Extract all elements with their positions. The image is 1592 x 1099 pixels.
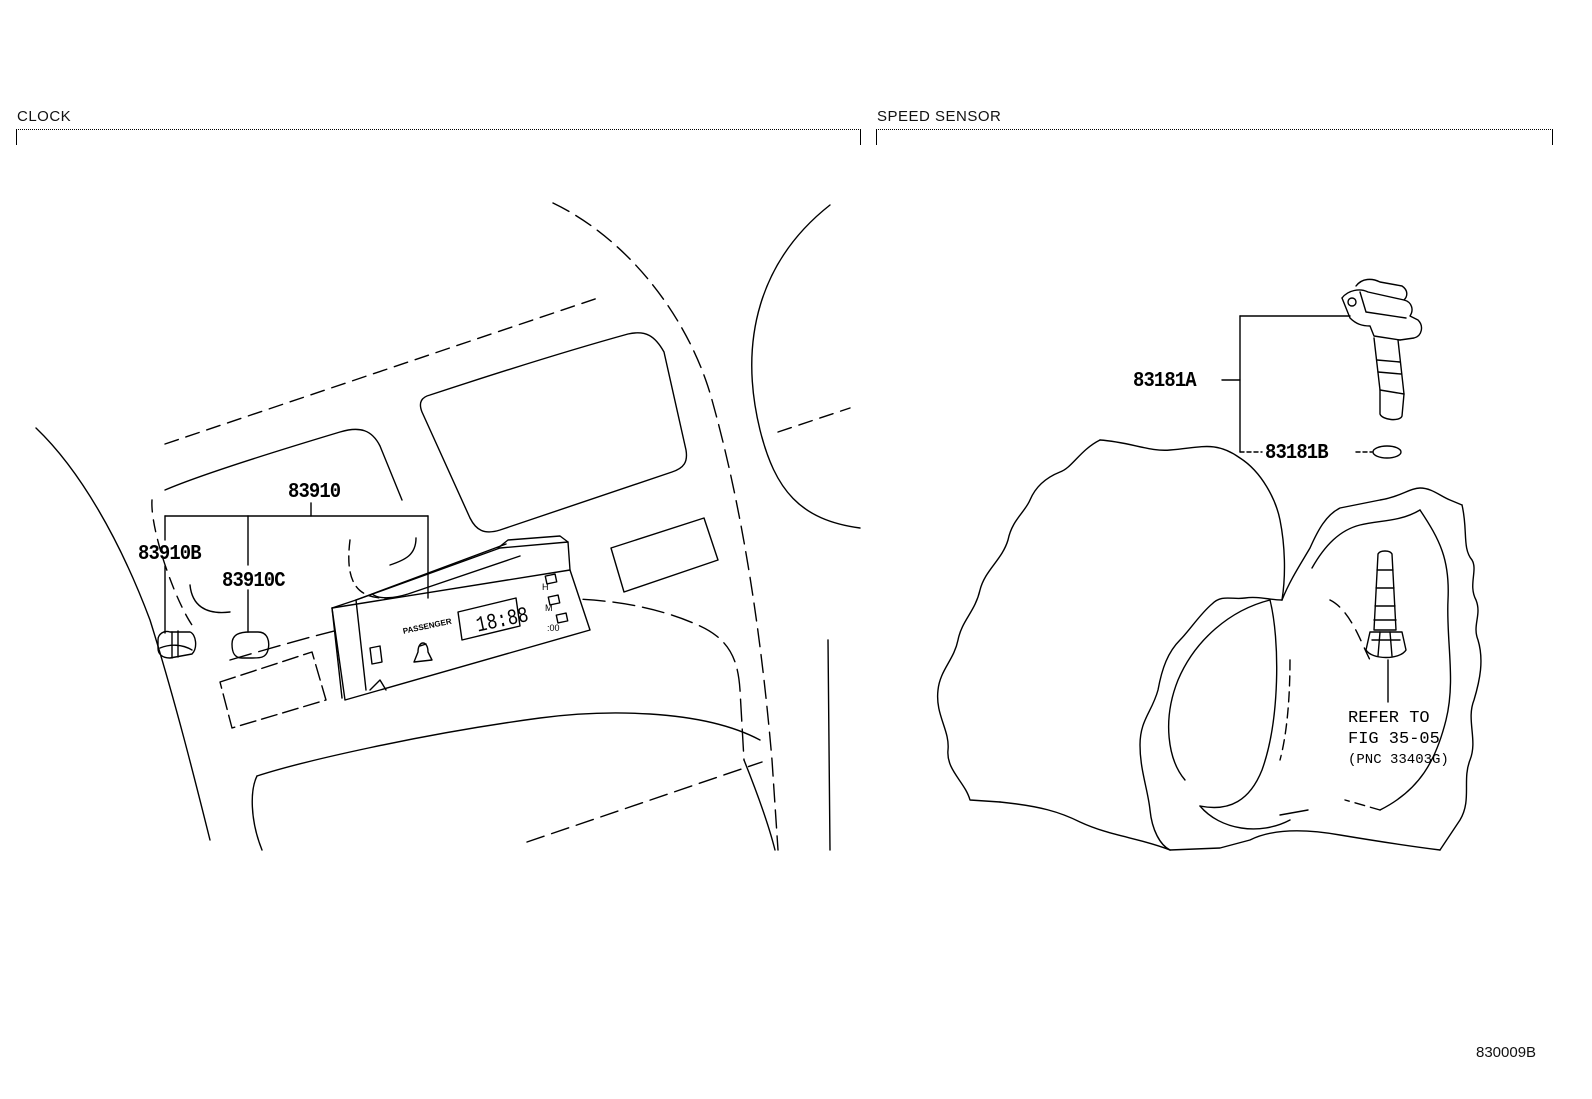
part-label-83181b: 83181B (1265, 442, 1329, 465)
clock-bulb-drawing (158, 631, 196, 658)
clock-button-h: H (542, 582, 549, 592)
speed-sensor-section-bracket (876, 129, 1553, 145)
figure-code: 830009B (1476, 1044, 1537, 1061)
speed-sensor-drawing (1342, 279, 1421, 419)
part-label-83910b: 83910B (138, 543, 202, 566)
driven-gear-drawing (1366, 551, 1406, 702)
part-label-83910c: 83910C (222, 570, 286, 593)
reference-line-3: (PNC 33403G) (1348, 752, 1449, 768)
dashboard-outline (36, 203, 860, 850)
transmission-case (938, 440, 1481, 850)
clock-button-m: M (545, 603, 553, 613)
reference-note: REFER TO FIG 35-05 (PNC 33403G) (1348, 708, 1449, 771)
speed-sensor-leader-lines (1222, 316, 1372, 452)
o-ring-drawing (1373, 446, 1401, 458)
reference-line-2: FIG 35-05 (1348, 730, 1440, 749)
clock-leader-lines (165, 503, 428, 633)
reference-line-1: REFER TO (1348, 709, 1430, 728)
clock-unit-drawing (332, 536, 590, 700)
part-label-83910: 83910 (288, 481, 341, 504)
part-label-83181a: 83181A (1133, 370, 1197, 393)
clock-section-title: CLOCK (17, 108, 72, 125)
clock-section-bracket (16, 129, 861, 145)
speed-sensor-section-title: SPEED SENSOR (877, 108, 1002, 125)
clock-socket-drawing (232, 632, 269, 658)
clock-button-00: :00 (547, 623, 560, 633)
